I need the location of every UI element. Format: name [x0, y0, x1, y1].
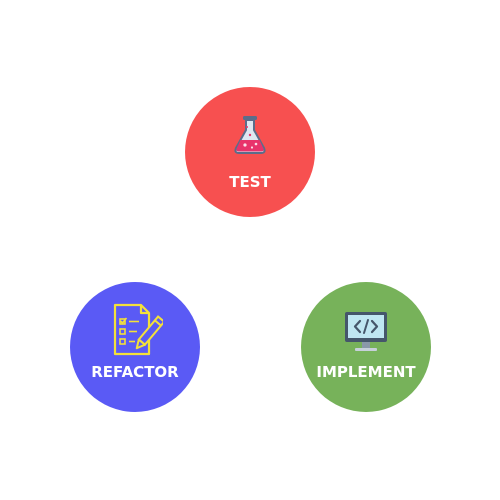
- implement-node: IMPLEMENT: [301, 282, 431, 412]
- refactor-label: REFACTOR: [91, 363, 179, 381]
- test-node: TEST: [185, 87, 315, 217]
- implement-label: IMPLEMENT: [316, 363, 416, 381]
- test-label: TEST: [229, 173, 271, 191]
- code-monitor-icon: [345, 312, 387, 351]
- checklist-pencil-icon: [113, 303, 163, 356]
- flask-icon: [234, 116, 266, 154]
- refactor-node: REFACTOR: [70, 282, 200, 412]
